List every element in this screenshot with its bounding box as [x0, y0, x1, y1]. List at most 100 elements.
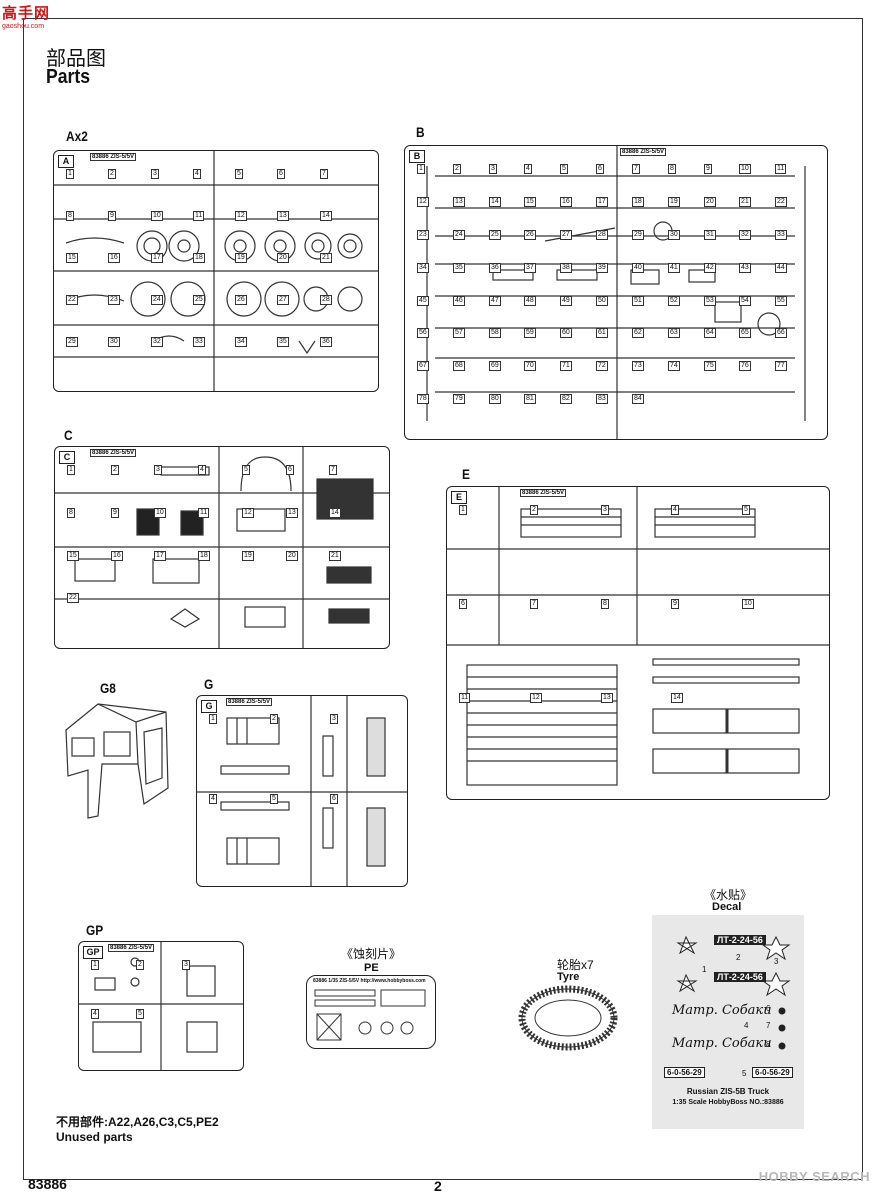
- part-number: 80: [489, 394, 501, 404]
- part-number: 20: [704, 197, 716, 207]
- part-number: 14: [320, 211, 332, 221]
- part-number: 28: [320, 295, 332, 305]
- part-number: 19: [242, 551, 254, 561]
- watermark-site: gaoshou.com: [2, 23, 45, 30]
- part-number: 3: [330, 714, 338, 724]
- part-number: 39: [596, 263, 608, 273]
- part-number: 4: [193, 169, 201, 179]
- sprue-b-drawing: [426, 146, 806, 439]
- sprue-c-label: C: [64, 427, 73, 443]
- pe-fret-drawing: [314, 989, 426, 1041]
- part-number: 50: [596, 296, 608, 306]
- part-number: 7: [320, 169, 328, 179]
- decal-script-2: Матр. Собаки: [672, 1036, 772, 1051]
- part-number: 30: [108, 337, 120, 347]
- page-number: 2: [434, 1178, 442, 1194]
- decal-label-en: Decal: [712, 901, 742, 913]
- part-number: 1: [459, 505, 467, 515]
- part-number: 16: [111, 551, 123, 561]
- part-number: 16: [108, 253, 120, 263]
- part-number: 7: [632, 164, 640, 174]
- part-number: 79: [453, 394, 465, 404]
- cab-illustration: [65, 703, 169, 819]
- part-number: 26: [235, 295, 247, 305]
- part-number: 5: [136, 1009, 144, 1019]
- part-number: 21: [739, 197, 751, 207]
- part-number: 8: [601, 599, 609, 609]
- pe-fret: 83886 1/35 ZIS-5/5V http://www.hobbyboss…: [306, 975, 436, 1049]
- part-number: 23: [417, 230, 429, 240]
- sprue-c-drawing: [55, 447, 389, 648]
- sprue-g-tag: G: [201, 700, 217, 713]
- part-number: 34: [417, 263, 429, 273]
- part-number: 7: [530, 599, 538, 609]
- tyre-label-cn: 轮胎x7: [557, 958, 594, 972]
- sprue-gp-label: GP: [86, 922, 104, 938]
- unused-parts-en: Unused parts: [56, 1130, 133, 1144]
- part-number: 38: [560, 263, 572, 273]
- part-number: 40: [632, 263, 644, 273]
- part-number: 16: [560, 197, 572, 207]
- part-number: 33: [775, 230, 787, 240]
- part-number: 52: [668, 296, 680, 306]
- decal-num-2: 2: [736, 953, 741, 962]
- part-number: 3: [182, 960, 190, 970]
- part-number: 12: [530, 693, 542, 703]
- part-number: 35: [453, 263, 465, 273]
- sprue-g8-label: G8: [100, 680, 116, 696]
- tyre-illustration: [518, 985, 618, 1051]
- part-number: 36: [320, 337, 332, 347]
- part-number: 6: [459, 599, 467, 609]
- part-number: 60: [560, 328, 572, 338]
- sprue-b-code: 83886 ZIS-5/5V: [620, 148, 667, 156]
- part-number: 18: [198, 551, 210, 561]
- decal-caption-1: Russian ZIS-5B Truck: [686, 1087, 770, 1096]
- part-number: 2: [108, 169, 116, 179]
- part-number: 10: [151, 211, 163, 221]
- sprue-c-code: 83886 ZIS-5/5V: [90, 449, 137, 457]
- part-number: 4: [91, 1009, 99, 1019]
- part-number: 33: [193, 337, 205, 347]
- part-number: 64: [704, 328, 716, 338]
- part-number: 76: [739, 361, 751, 371]
- part-number: 14: [489, 197, 501, 207]
- part-number: 11: [459, 693, 471, 703]
- part-number: 8: [66, 211, 74, 221]
- part-number: 22: [67, 593, 79, 603]
- watermark: 高手网 gaoshou.com: [2, 2, 76, 36]
- part-number: 17: [154, 551, 166, 561]
- part-number: 74: [668, 361, 680, 371]
- part-number: 1: [66, 169, 74, 179]
- part-number: 13: [286, 508, 298, 518]
- part-number: 55: [775, 296, 787, 306]
- part-number: 36: [489, 263, 501, 273]
- decal-num-5: 5: [742, 1069, 747, 1078]
- page-title-en: Parts: [46, 66, 91, 88]
- part-number: 20: [286, 551, 298, 561]
- part-number: 59: [524, 328, 536, 338]
- sprue-c-tag: C: [59, 451, 75, 464]
- decal-plate-1: ЛТ-2-24-56: [714, 935, 766, 945]
- part-number: 4: [209, 794, 217, 804]
- part-number: 37: [524, 263, 536, 273]
- part-number: 6: [330, 794, 338, 804]
- part-number: 66: [775, 328, 787, 338]
- part-number: 2: [530, 505, 538, 515]
- part-number: 81: [524, 394, 536, 404]
- part-number: 9: [108, 211, 116, 221]
- part-number: 69: [489, 361, 501, 371]
- decal-num-4: 4: [744, 1021, 749, 1030]
- part-number: 45: [417, 296, 429, 306]
- part-number: 32: [151, 337, 163, 347]
- part-number: 32: [739, 230, 751, 240]
- part-number: 19: [668, 197, 680, 207]
- part-number: 12: [242, 508, 254, 518]
- part-number: 4: [198, 465, 206, 475]
- part-number: 10: [739, 164, 751, 174]
- part-number: 3: [151, 169, 159, 179]
- page-frame: [23, 18, 863, 1180]
- sprue-a-code: 83886 ZIS-5/5V: [90, 153, 137, 161]
